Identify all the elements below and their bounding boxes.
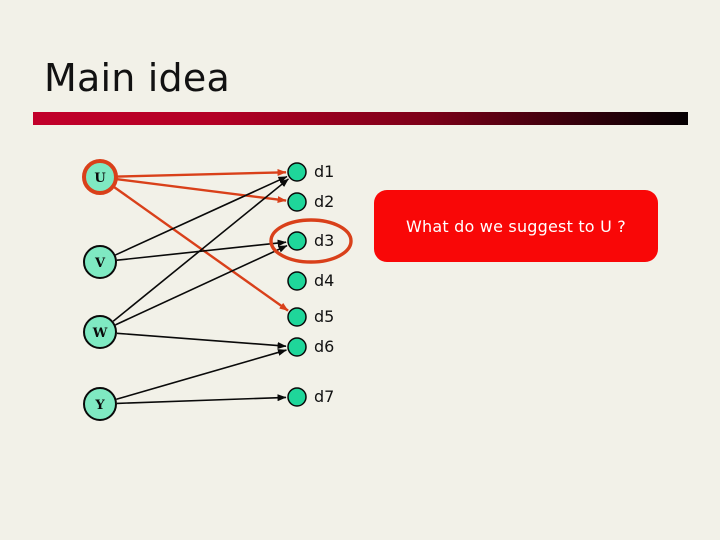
graph-edge-v-d3 (116, 239, 287, 261)
document-node-d4[interactable] (287, 271, 307, 291)
document-node-d5[interactable] (287, 307, 307, 327)
graph-edge-w-d1 (112, 178, 289, 322)
document-label-d3: d3 (314, 231, 335, 250)
document-node-d1[interactable] (287, 162, 307, 182)
user-node-y[interactable]: Y (83, 387, 117, 421)
user-nodes-layer: U V W Y (82, 159, 118, 421)
document-node-d7[interactable] (287, 387, 307, 407)
user-node-circle-u (82, 159, 118, 195)
callout-text: What do we suggest to U ? (406, 216, 626, 236)
callout-bubble: What do we suggest to U ? (374, 190, 658, 262)
graph-edge-u-d2 (116, 177, 287, 204)
document-label-d6: d6 (314, 337, 335, 356)
user-node-v[interactable]: V (83, 245, 117, 279)
graph-edge-u-d5 (113, 185, 289, 312)
graph-edge-w-d3 (115, 244, 288, 326)
document-label-d7: d7 (314, 387, 335, 406)
document-node-d2[interactable] (287, 192, 307, 212)
document-label-d1: d1 (314, 162, 335, 181)
graph-highlight-layer (269, 218, 353, 264)
user-node-circle-y (83, 387, 117, 421)
user-node-circle-v (83, 245, 117, 279)
document-node-d6[interactable] (287, 337, 307, 357)
graph-edge-v-d1 (115, 175, 288, 256)
graph-edges-layer (112, 168, 289, 405)
page-title: Main idea (44, 56, 230, 100)
user-node-label-v: V (94, 256, 106, 271)
title-underline-rule (33, 112, 688, 125)
user-node-label-y: Y (94, 398, 105, 413)
graph-edge-u-d1 (116, 168, 287, 178)
highlight-ellipse-d3 (269, 218, 353, 264)
user-node-label-u: U (94, 171, 106, 186)
user-node-u[interactable]: U (82, 159, 118, 195)
document-label-d4: d4 (314, 271, 335, 290)
document-label-d5: d5 (314, 307, 335, 326)
user-node-circle-w (83, 315, 117, 349)
graph-edge-w-d6 (116, 332, 287, 350)
user-node-label-w: W (92, 326, 108, 341)
document-label-d2: d2 (314, 192, 335, 211)
document-node-d3[interactable] (287, 231, 307, 251)
user-node-w[interactable]: W (83, 315, 117, 349)
document-nodes-layer (287, 162, 307, 407)
graph-edge-y-d7 (116, 394, 287, 405)
graph-edge-y-d6 (116, 349, 287, 401)
